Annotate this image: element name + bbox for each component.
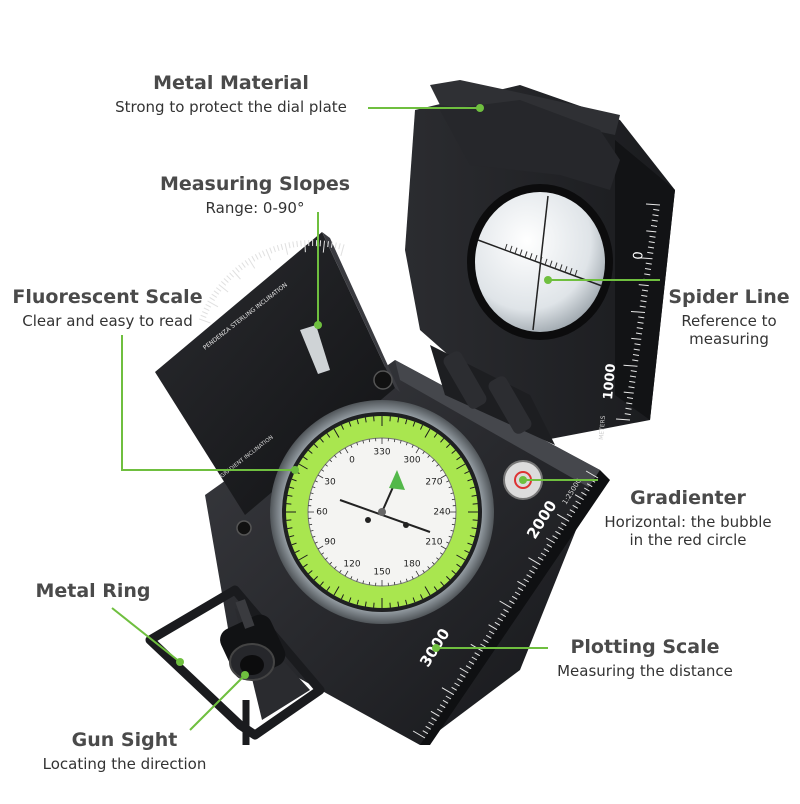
dial-number: 120 <box>343 559 360 569</box>
callout-title: Plotting Scale <box>535 636 755 659</box>
callout-title: Gun Sight <box>22 729 227 752</box>
dial-number: 330 <box>373 448 390 458</box>
dial-number: 150 <box>373 568 390 578</box>
callout-subtitle-line-1: Horizontal: the bubble <box>588 513 788 531</box>
callout-subtitle: Measuring the distance <box>535 662 755 680</box>
callout-subtitle-line-2: in the red circle <box>588 531 788 549</box>
callout-spider-line: Spider Line Reference to measuring <box>660 286 798 348</box>
lid-meters-label: METERS <box>598 415 607 440</box>
clinometer-knob <box>374 371 392 389</box>
callout-metal-material: Metal Material Strong to protect the dia… <box>96 72 366 116</box>
callout-subtitle: Clear and easy to read <box>0 312 215 330</box>
leader-metal-ring <box>112 608 180 662</box>
callout-title: Metal Material <box>96 72 366 95</box>
callout-subtitle-line-2: measuring <box>660 330 798 348</box>
dial-number: 300 <box>403 456 420 466</box>
callout-subtitle: Range: 0-90° <box>140 199 370 217</box>
callout-title: Measuring Slopes <box>140 173 370 196</box>
dial-number: 0 <box>349 456 355 466</box>
callout-title: Metal Ring <box>18 580 168 603</box>
callout-plotting-scale: Plotting Scale Measuring the distance <box>535 636 755 680</box>
callout-subtitle: Strong to protect the dial plate <box>96 98 366 116</box>
clinometer-number: 30 <box>276 226 289 237</box>
callout-measuring-slopes: Measuring Slopes Range: 0-90° <box>140 173 370 217</box>
callout-gun-sight: Gun Sight Locating the direction <box>22 729 227 773</box>
callout-title: Spider Line <box>660 286 798 309</box>
dial-number: 30 <box>324 478 336 488</box>
spider-line-lens <box>467 184 613 340</box>
callout-subtitle: Locating the direction <box>22 755 227 773</box>
clinometer-number: 20 <box>298 223 311 234</box>
callout-gradienter: Gradienter Horizontal: the bubble in the… <box>588 487 788 549</box>
callout-metal-ring: Metal Ring <box>18 580 168 603</box>
clinometer-number: 70 <box>203 272 216 283</box>
clinometer-number: 0 <box>344 228 350 239</box>
dial-number: 60 <box>316 508 328 518</box>
clinometer-number: 50 <box>236 243 249 254</box>
callout-title: Fluorescent Scale <box>0 286 215 309</box>
dial-number: 210 <box>425 538 442 548</box>
callout-subtitle-line-1: Reference to <box>660 312 798 330</box>
lid-scale-0: 0 <box>631 251 647 261</box>
dial-number: 90 <box>324 538 336 548</box>
clinometer-number: 10 <box>319 224 332 235</box>
callout-fluorescent-scale: Fluorescent Scale Clear and easy to read <box>0 286 215 330</box>
side-screw <box>237 521 251 535</box>
clinometer-number: 40 <box>255 233 268 244</box>
callout-title: Gradienter <box>588 487 788 510</box>
dial-number: 270 <box>425 478 442 488</box>
clinometer-number: 60 <box>218 256 231 267</box>
lid-scale-1000: 1000 <box>601 363 619 400</box>
dial-number: 240 <box>433 508 450 518</box>
dial-number: 180 <box>403 559 420 569</box>
